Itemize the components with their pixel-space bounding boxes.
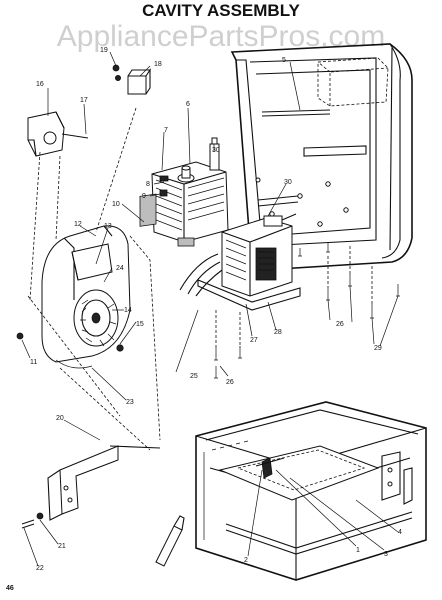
- callout-11: 11: [30, 359, 37, 366]
- grease-tube-shape: [155, 515, 185, 567]
- leader-dashed: [27, 295, 121, 417]
- callout-27: 27: [250, 337, 258, 344]
- callout-30-upper: 30: [212, 147, 220, 154]
- callout-1: 1: [356, 547, 360, 554]
- capacitor-shape: [263, 213, 297, 227]
- leader-dashed: [215, 246, 373, 350]
- callout-12: 12: [74, 221, 82, 228]
- callout-29: 29: [374, 345, 382, 352]
- callout-6: 6: [186, 101, 190, 108]
- callout-15: 15: [136, 321, 144, 328]
- page-number: 46: [6, 585, 14, 592]
- stirrer-shape: [255, 457, 285, 479]
- callout-3: 3: [384, 551, 388, 558]
- nut-shape: [116, 344, 124, 352]
- callout-16: 16: [36, 81, 44, 88]
- callout-22: 22: [36, 565, 44, 572]
- fan-motor-shape: [27, 111, 89, 157]
- callout-17: 17: [80, 97, 88, 104]
- callout-9: 9: [142, 193, 146, 200]
- outer-cabinet-shape: [230, 43, 413, 271]
- leader-dashed: [59, 367, 151, 451]
- callout-30-lower: 30: [284, 179, 292, 186]
- oven-body-shape: [195, 401, 427, 581]
- thermostat-shape: [127, 68, 152, 95]
- diagram-title: CAVITY ASSEMBLY: [142, 1, 300, 20]
- callout-25: 25: [190, 373, 198, 380]
- callout-8: 8: [146, 181, 150, 188]
- callout-26-left: 26: [226, 379, 234, 386]
- callout-20: 20: [56, 415, 64, 422]
- callout-13: 13: [104, 223, 112, 230]
- callout-10: 10: [112, 201, 120, 208]
- screw-shape: [112, 64, 120, 72]
- callout-2: 2: [244, 557, 248, 564]
- screw-shape: [21, 519, 35, 529]
- callout-5: 5: [282, 57, 286, 64]
- callout-26-right: 26: [336, 321, 344, 328]
- callout-18: 18: [154, 61, 162, 68]
- leader-dashed: [29, 151, 61, 301]
- leader-dashed: [95, 107, 137, 233]
- leader-dashed: [129, 235, 161, 441]
- bracket-shape: [47, 445, 119, 521]
- callout-4: 4: [398, 529, 402, 536]
- bracket-line: [109, 445, 161, 449]
- callout-24: 24: [116, 265, 124, 272]
- callout-19: 19: [100, 47, 108, 54]
- screw-shape: [214, 242, 400, 379]
- blower-housing-shape: [41, 225, 131, 369]
- screw-shape: [16, 332, 24, 340]
- callout-labels: 16 17 19 18 6 7 8 9 10 30 30 5 12 13 24 …: [30, 47, 402, 572]
- transformer-shape: [179, 217, 301, 311]
- callout-14: 14: [124, 307, 132, 314]
- callout-23: 23: [126, 399, 134, 406]
- shield-plate-shape: [139, 193, 157, 227]
- washer-shape: [36, 512, 44, 520]
- callout-28: 28: [274, 329, 282, 336]
- magnetron-shape: [151, 137, 229, 247]
- callout-21: 21: [58, 543, 66, 550]
- screw-shape: [115, 75, 122, 82]
- callout-leaders: [21, 51, 399, 567]
- callout-7: 7: [164, 127, 168, 134]
